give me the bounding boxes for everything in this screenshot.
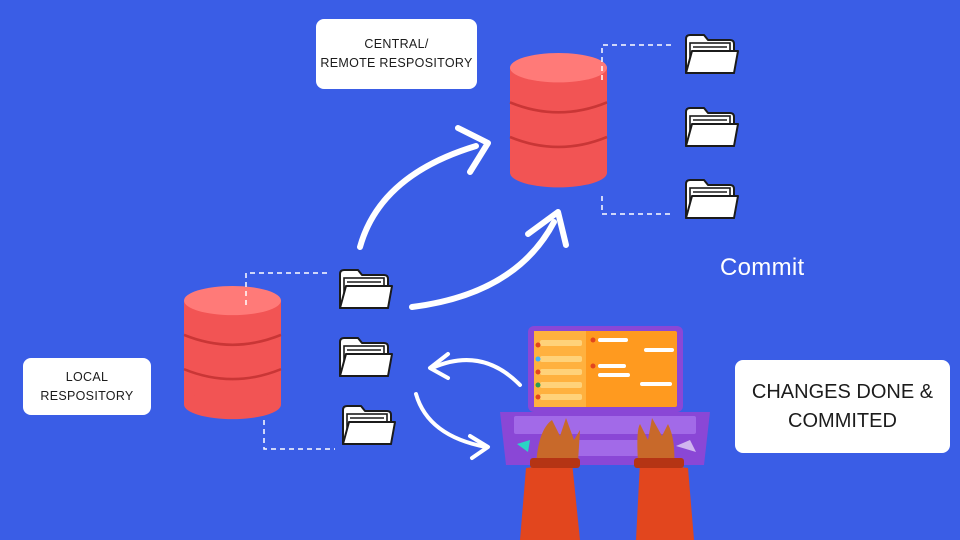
local-connector-lines xyxy=(245,272,335,450)
local-repository-text: LOCAL RESPOSITORY xyxy=(40,369,134,403)
laptop-icon xyxy=(500,326,710,465)
remote-connector-lines xyxy=(601,44,672,215)
remote-folder-icon xyxy=(685,107,739,147)
local-folder-icon xyxy=(342,405,396,445)
local-repository-label: LOCAL RESPOSITORY xyxy=(23,358,151,415)
central-repository-text: CENTRAL/ REMOTE RESPOSITORY xyxy=(320,37,473,70)
remote-database-icon xyxy=(508,51,609,189)
remote-folder-icon xyxy=(685,179,739,219)
changes-done-text: CHANGES DONE & COMMITED xyxy=(751,380,934,432)
hands-icon xyxy=(520,418,694,540)
local-database-icon xyxy=(182,284,283,421)
central-repository-label: CENTRAL/ REMOTE RESPOSITORY xyxy=(316,19,477,89)
remote-folder-icon xyxy=(685,34,739,74)
arrow-icon xyxy=(414,392,490,460)
local-folder-icon xyxy=(339,337,393,377)
arrow-icon xyxy=(428,352,522,387)
commit-label: Commit xyxy=(720,254,805,281)
arrow-icon xyxy=(409,209,569,310)
arrow-icon xyxy=(357,125,491,250)
local-folder-icon xyxy=(339,269,393,309)
changes-done-label: CHANGES DONE & COMMITED xyxy=(735,360,950,453)
